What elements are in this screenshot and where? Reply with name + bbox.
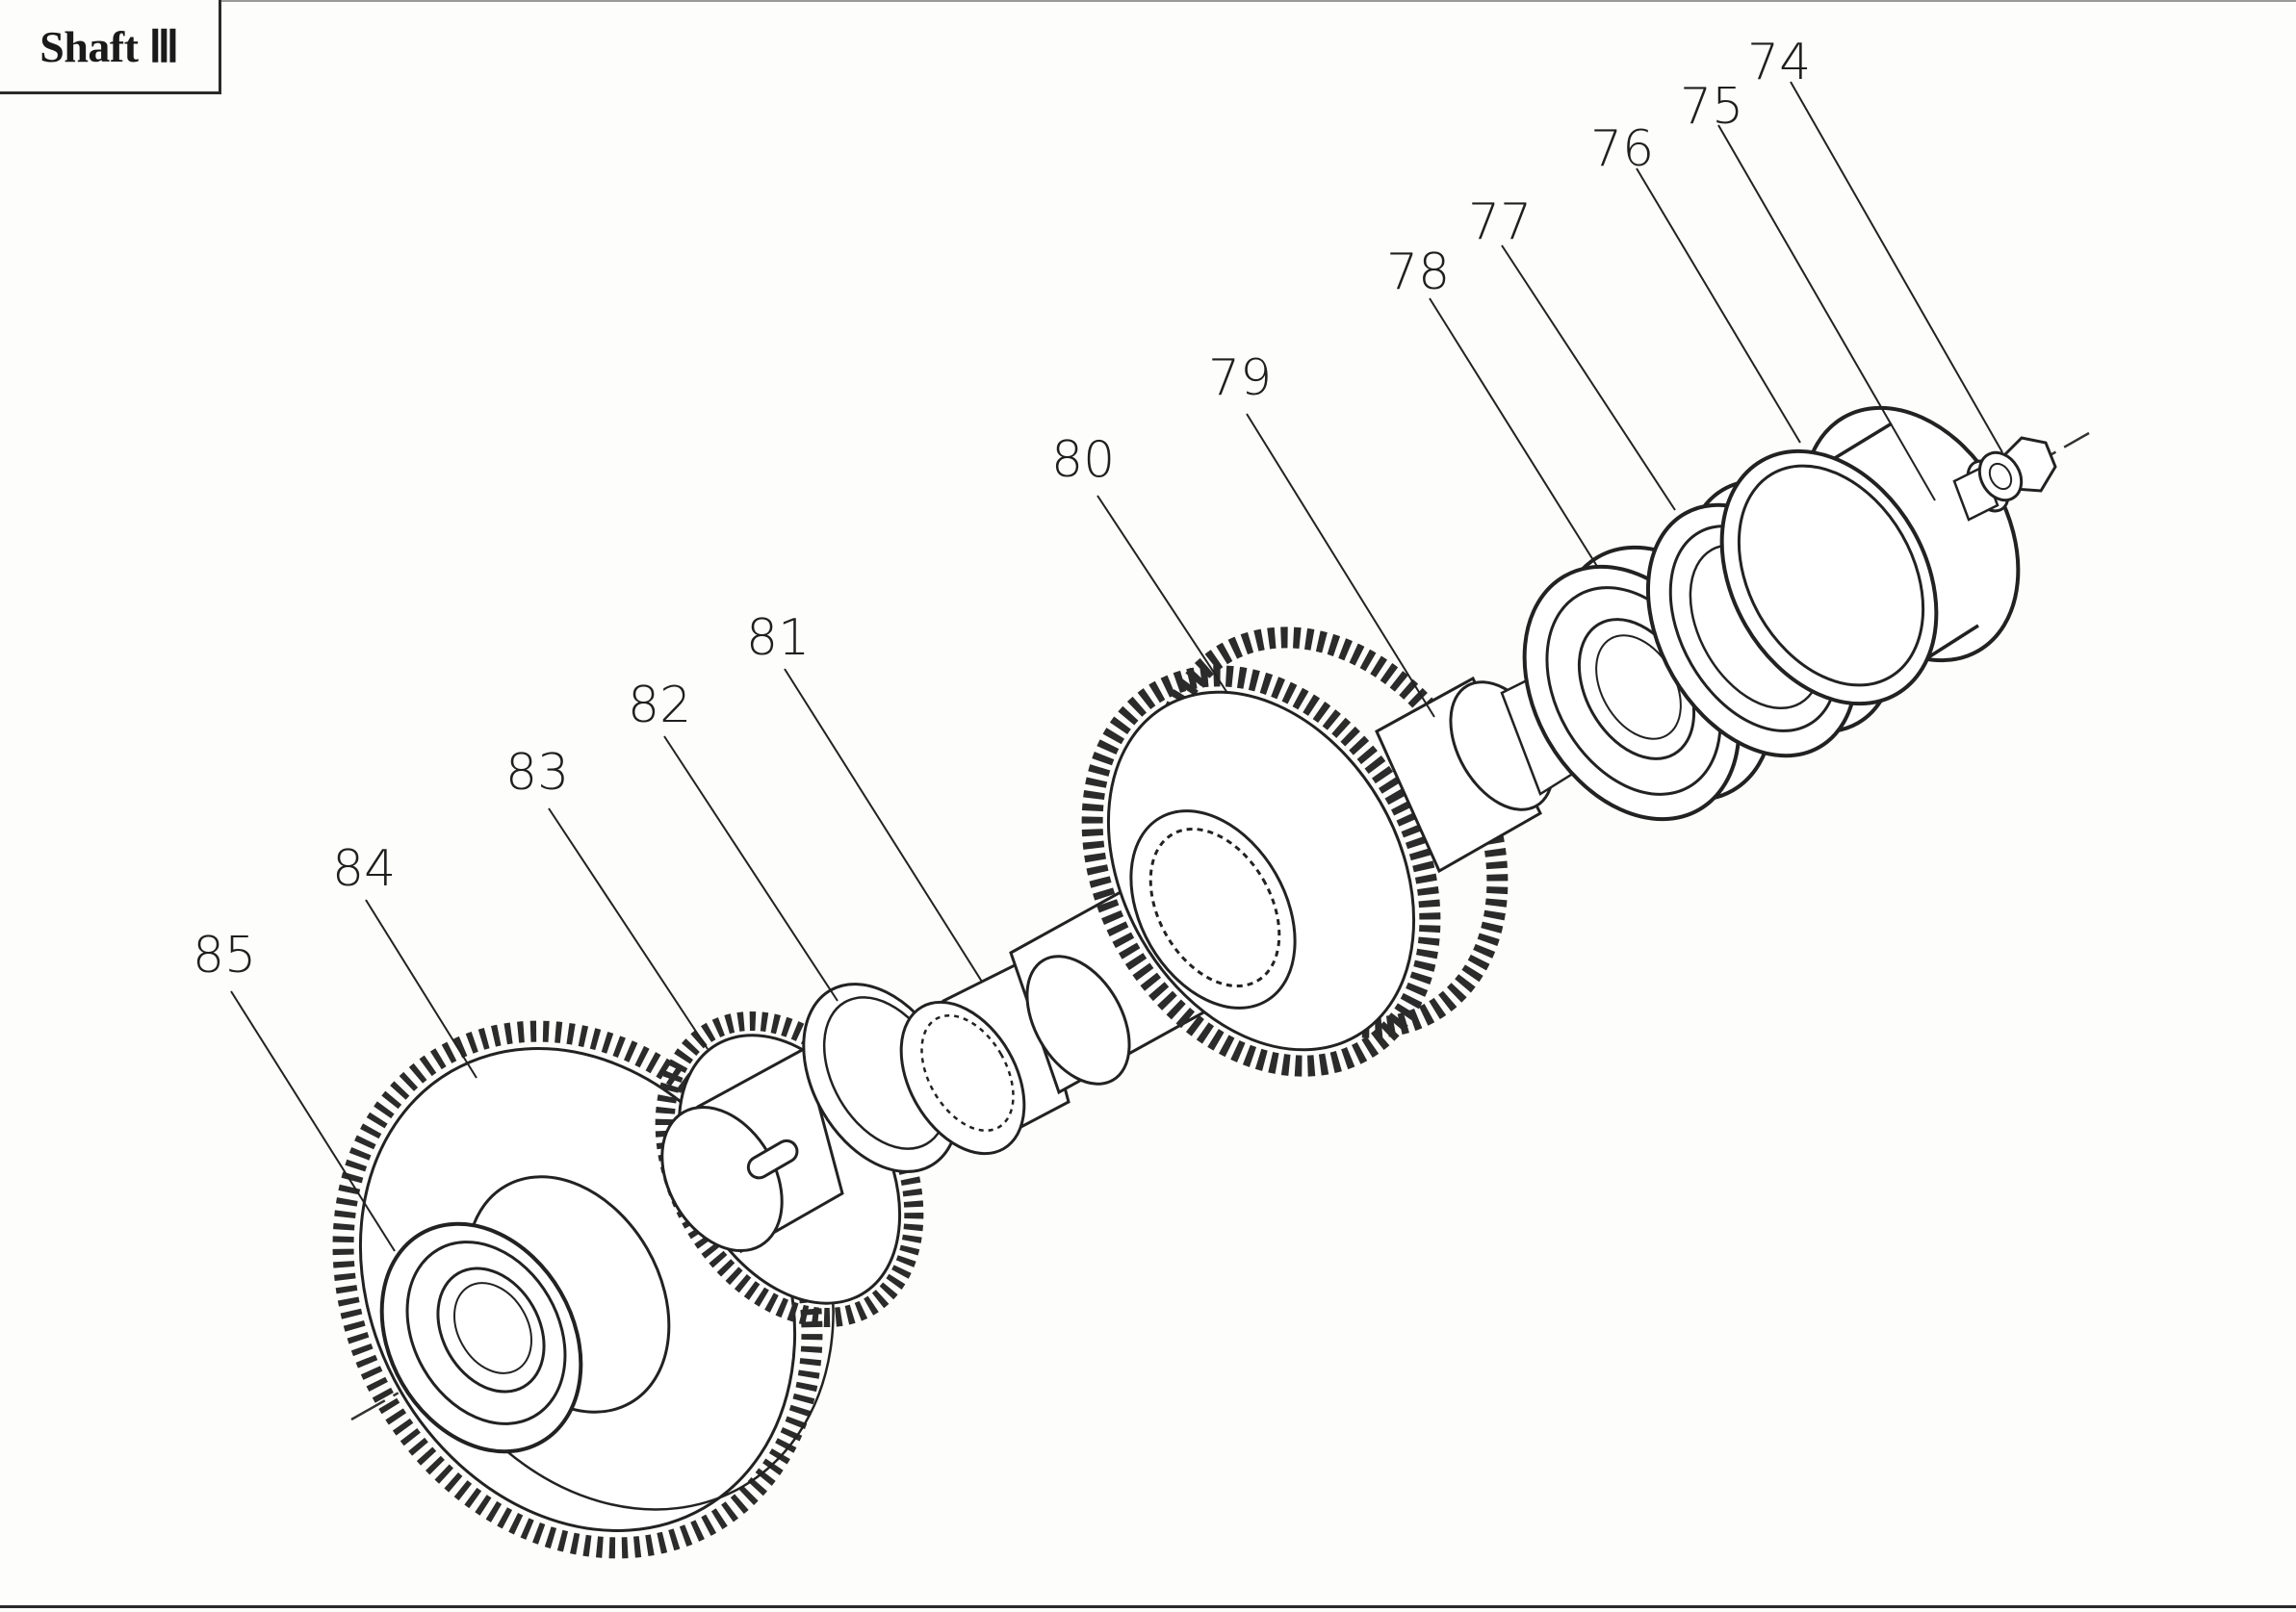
- callout-82: 82: [628, 677, 691, 734]
- leader-82: [663, 735, 838, 1002]
- callout-85: 85: [193, 927, 256, 985]
- nut-74: [1977, 436, 2057, 502]
- top-border: [221, 0, 2296, 2]
- callout-75: 75: [1680, 78, 1743, 136]
- leader-85: [230, 990, 396, 1252]
- callout-labels: 74 75 76 77 78 79 80 81 82 83 84 85: [193, 34, 1811, 985]
- large-spur-gear-80: [1081, 627, 1509, 1077]
- leader-lines: [230, 81, 2003, 1252]
- leader-84: [365, 899, 477, 1079]
- leader-74: [1790, 81, 2003, 453]
- bottom-border: [0, 1605, 2296, 1608]
- leader-81: [784, 668, 983, 983]
- leader-77: [1501, 244, 1676, 511]
- callout-74: 74: [1747, 34, 1811, 91]
- needle-bearing-81: [899, 955, 1071, 1156]
- callout-83: 83: [505, 744, 569, 802]
- title-box: Shaft Ⅲ: [0, 0, 221, 94]
- callout-78: 78: [1386, 243, 1450, 301]
- callout-76: 76: [1590, 120, 1654, 178]
- leader-80: [1096, 495, 1228, 694]
- callout-77: 77: [1468, 193, 1532, 251]
- end-ball-bearing-85: [379, 1221, 583, 1454]
- callout-79: 79: [1208, 349, 1272, 407]
- callout-81: 81: [746, 609, 810, 667]
- spacer-sleeve-79: [1375, 672, 1581, 874]
- callout-84: 84: [332, 840, 396, 898]
- callout-80: 80: [1051, 431, 1115, 489]
- page-title: Shaft Ⅲ: [39, 21, 179, 71]
- bearing-housing-76: [1719, 405, 2021, 706]
- leader-83: [548, 807, 709, 1050]
- leader-75: [1717, 124, 1936, 501]
- leader-79: [1246, 413, 1435, 718]
- leader-76: [1636, 167, 1801, 444]
- leader-78: [1429, 297, 1599, 569]
